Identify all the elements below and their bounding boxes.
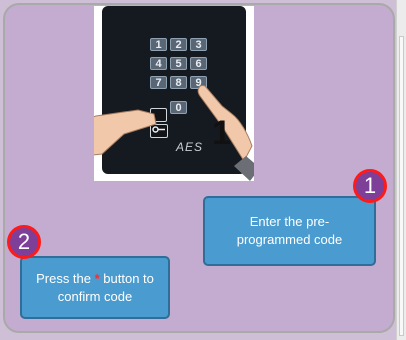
key-0: 0 [170, 101, 187, 114]
step-2-text-before: Press the [36, 270, 95, 286]
keypad-device: 1 2 3 4 5 6 7 8 9 0 AES [102, 6, 246, 174]
step-2-text-after: button to confirm code [57, 270, 154, 304]
key-3: 3 [190, 38, 207, 51]
key-7: 7 [150, 76, 167, 89]
step-1-text: Enter the pre-programmed code [236, 214, 343, 247]
key-icon [150, 124, 168, 138]
key-1: 1 [150, 38, 167, 51]
key-icon-glyph [152, 126, 165, 133]
step-2-badge: 2 [7, 225, 41, 259]
key-5: 5 [170, 57, 187, 70]
step-2-text: Press the * button to confirm code [30, 270, 160, 305]
step-1-callout: Enter the pre-programmed code [203, 196, 376, 266]
finger-label-1: 1 [212, 114, 231, 152]
hands-illustration: 2 1 [94, 85, 254, 181]
step-1-badge: 1 [353, 169, 387, 203]
key-8: 8 [170, 76, 187, 89]
key-4: 4 [150, 57, 167, 70]
brand-logo: AES [176, 140, 204, 154]
key-6: 6 [190, 57, 207, 70]
right-hand-icon [197, 85, 253, 162]
left-hand-icon [94, 109, 157, 156]
vertical-scrollbar[interactable] [396, 0, 406, 340]
step-2-callout: Press the * button to confirm code [20, 256, 170, 319]
asterisk-symbol: * [94, 270, 100, 286]
right-sleeve-icon [234, 156, 254, 181]
key-2: 2 [170, 38, 187, 51]
scrollbar-thumb[interactable] [399, 36, 404, 336]
keypad-illustration: 1 2 3 4 5 6 7 8 9 0 AES 2 1 [94, 6, 254, 181]
